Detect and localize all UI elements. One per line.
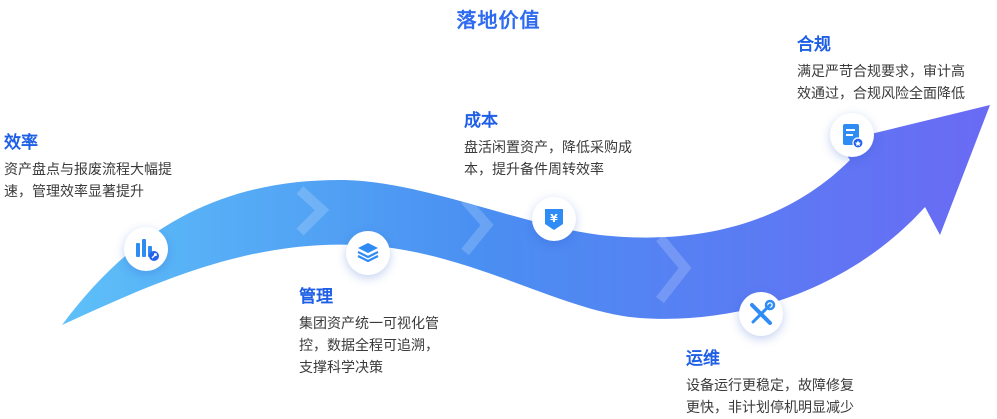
compliance-document-icon — [843, 124, 864, 149]
compliance-label: 合规 满足严苛合规要求，审计高 效通过，合规风险全面降低 — [797, 30, 965, 105]
cost-heading: 成本 — [464, 111, 498, 131]
tools-icon — [750, 299, 776, 325]
efficiency-label: 效率 资产盘点与报废流程大幅提 速，管理效率显著提升 — [4, 128, 172, 203]
compliance-node — [830, 113, 874, 157]
cost-description: 盘活闲置资产，降低采购成 本，提升备件周转效率 — [464, 140, 632, 178]
efficiency-node — [124, 227, 168, 271]
efficiency-heading: 效率 — [4, 133, 38, 153]
cost-label: 成本 盘活闲置资产，降低采购成 本，提升备件周转效率 — [464, 106, 632, 181]
operations-label: 运维 设备运行更稳定，故障修复 更快，非计划停机明显减少 — [686, 344, 854, 419]
page-title: 落地价值 — [456, 8, 541, 32]
compliance-heading: 合规 — [797, 35, 831, 55]
svg-text:¥: ¥ — [550, 212, 558, 225]
operations-description: 设备运行更稳定，故障修复 更快，非计划停机明显减少 — [686, 378, 854, 416]
compliance-description: 满足严苛合规要求，审计高 效通过，合规风险全面降低 — [797, 64, 965, 102]
management-heading: 管理 — [299, 287, 333, 307]
management-description: 集团资产统一可视化管 控，数据全程可追溯， 支撑科学决策 — [299, 316, 439, 376]
operations-heading: 运维 — [686, 349, 720, 369]
bar-chart-icon — [136, 239, 159, 261]
efficiency-description: 资产盘点与报废流程大幅提 速，管理效率显著提升 — [4, 162, 172, 200]
operations-node — [739, 292, 783, 336]
yen-icon: ¥ — [545, 209, 563, 230]
management-node — [346, 231, 390, 275]
cost-node: ¥ — [532, 197, 576, 241]
management-label: 管理 集团资产统一可视化管 控，数据全程可追溯， 支撑科学决策 — [299, 282, 439, 379]
layers-icon — [357, 243, 379, 263]
